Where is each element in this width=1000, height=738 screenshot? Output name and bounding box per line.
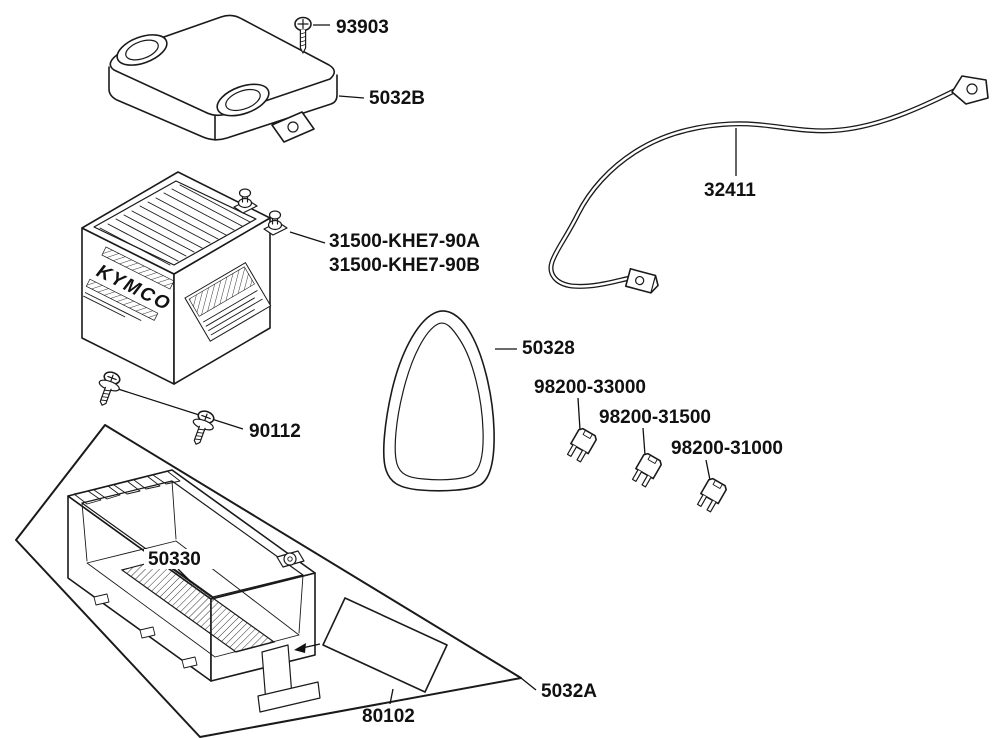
battery-cover-part [108,14,338,143]
fuse-part-2 [631,452,662,488]
leader-line-fuse-2 [642,427,646,456]
pointer-arrow [294,643,321,653]
part-label-bolt: 90112 [249,421,301,442]
leader-line-battery [289,231,326,244]
leader-line-insulator [177,568,193,584]
leader-line-fuse-1 [577,397,581,431]
cover-mount-tab [271,111,315,143]
leader-line-bolt [117,388,244,430]
part-label-battery-a: 31500-KHE7-90A [329,231,480,252]
battery-top-deck [93,180,257,266]
box-frame-outline [15,424,522,738]
leader-line-box [520,677,537,691]
bolt-part-2 [192,410,215,445]
leader-line-caution [389,688,394,705]
leader-line-cover [338,95,365,99]
part-label-insulator: 50330 [148,549,201,570]
label-backing [144,549,214,569]
cable-ring-terminal [951,75,989,105]
box-floor [86,540,300,658]
strap-band-part [382,310,495,492]
box-feet [93,593,198,669]
part-label-band: 50328 [522,338,575,359]
fuse-part-3 [696,477,727,513]
part-label-fuse-1: 98200-33000 [534,377,646,398]
part-label-fuse-2: 98200-31500 [599,407,711,428]
battery-cable-part [548,75,989,294]
screw-part [294,16,312,54]
leader-line-fuse-3 [705,459,711,481]
box-rim-slots [73,470,181,505]
part-label-box: 5032A [541,681,597,702]
cover-cap-left [116,34,168,66]
cable-end-terminal [624,267,659,294]
part-label-cover: 5032B [369,88,425,109]
battery-top-face [81,171,271,275]
part-label-battery-b: 31500-KHE7-90B [329,255,480,276]
caution-label-sheet [294,597,448,693]
bolt-part-1 [98,371,121,406]
part-label-screw: 93903 [336,17,389,38]
part-label-caution: 80102 [362,706,415,727]
fuse-part-1 [566,427,597,463]
battery-part: KYMCO [81,171,288,385]
battery-terminal-2 [263,210,288,236]
box-flange [276,550,305,568]
cable-wire-core [549,88,957,288]
part-label-fuse-3: 98200-31000 [671,438,783,459]
cover-cap-right [216,83,270,117]
battery-vent-ridges [99,184,251,266]
part-label-cable: 32411 [704,180,756,201]
battery-box-part [67,469,321,713]
battery-side-label [184,261,272,342]
box-drain-spout [257,644,321,713]
battery-terminal-1 [233,188,258,214]
